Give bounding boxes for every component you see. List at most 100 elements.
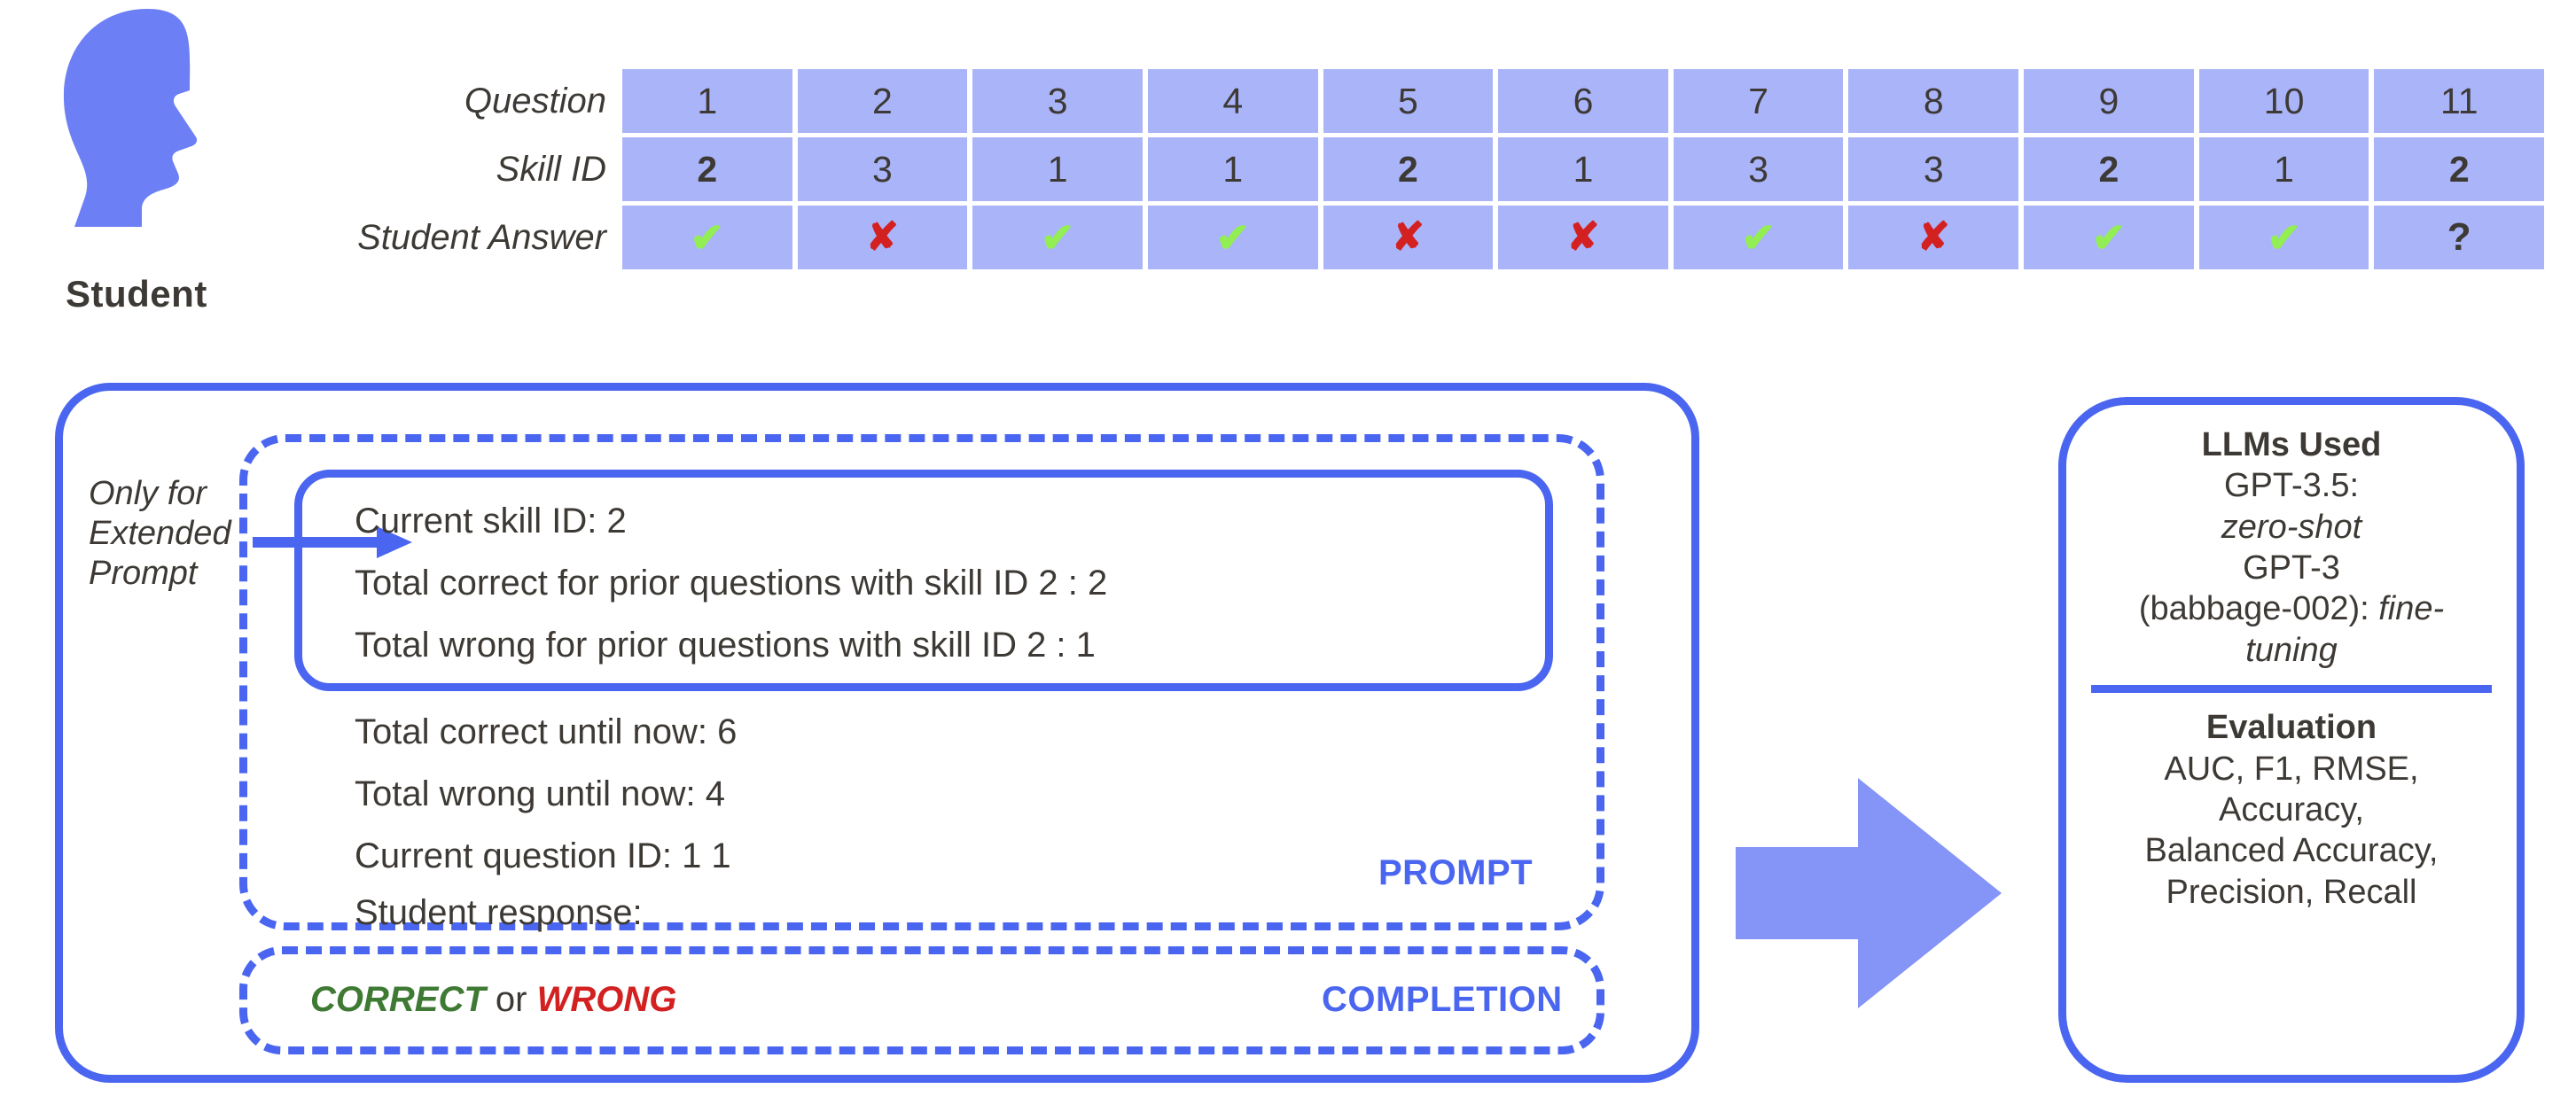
arrow-right-large-icon — [1736, 778, 2002, 1008]
student-answer-cell-3: ✔ — [972, 206, 1143, 269]
cross-icon: ✘ — [1916, 215, 1950, 259]
llms-line-2: zero-shot — [2089, 507, 2494, 548]
extended-prompt-region — [294, 470, 1553, 691]
student-answer-cell-4: ✔ — [1147, 206, 1318, 269]
evaluation-heading: Evaluation — [2205, 709, 2377, 747]
row-label-skill-id: Skill ID — [496, 149, 606, 189]
prompt-line-4: Student response: — [355, 893, 643, 932]
question-cell-5: 5 — [1323, 69, 1494, 133]
llms-line-3-plain: GPT-3 — [2243, 549, 2340, 587]
evaluation-metric-lines: AUC, F1, RMSE,Accuracy, Balanced Accuracy… — [2089, 749, 2494, 913]
skill-id-cell-2: 3 — [797, 137, 968, 201]
skill-id-cell-11: 2 — [2374, 137, 2545, 201]
skill-id-cell-6: 1 — [1498, 137, 1668, 201]
verdict-separator: or — [485, 980, 537, 1019]
student-answer-cell-1: ✔ — [622, 206, 792, 269]
llms-line-5-italic: tuning — [2245, 631, 2338, 669]
skill-id-cell-4: 1 — [1147, 137, 1318, 201]
row-label-student-answer: Student Answer — [357, 217, 606, 257]
check-icon: ✔ — [2091, 214, 2127, 261]
prompt-line-3: Current question ID: 1 1 — [355, 836, 731, 875]
check-icon: ✔ — [1215, 214, 1251, 261]
check-icon: ✔ — [1040, 214, 1075, 261]
cross-icon: ✘ — [1391, 215, 1425, 259]
student-answer-cell-7: ✔ — [1673, 206, 1844, 269]
table-row-student-answer: Student Answer ✔ ✘ ✔ ✔ ✘ ✘ ✔ ✘ ✔ ✔? — [357, 206, 2545, 269]
llms-used-heading: LLMs Used — [2201, 426, 2382, 463]
evaluation-line-1: AUC, F1, RMSE, — [2164, 750, 2419, 788]
student-answer-cell-10: ✔ — [2198, 206, 2369, 269]
student-answer-cell-2: ✘ — [797, 206, 968, 269]
question-cell-2: 2 — [797, 69, 968, 133]
skill-id-cell-5: 2 — [1323, 137, 1494, 201]
completion-tag: COMPLETION — [1322, 980, 1563, 1019]
cross-icon: ✘ — [1566, 215, 1600, 259]
evaluation-line-2: Accuracy, — [2218, 790, 2364, 828]
student-answer-cell-11: ? — [2374, 206, 2545, 269]
extended-line-1: Current skill ID: 2 — [355, 502, 627, 541]
question-mark-icon: ? — [2447, 215, 2471, 259]
row-label-question: Question — [464, 81, 606, 121]
skill-id-cell-3: 1 — [972, 137, 1143, 201]
question-cell-1: 1 — [622, 69, 792, 133]
completion-dashed-region — [239, 946, 1604, 1054]
cross-icon: ✘ — [866, 215, 899, 259]
student-answer-cell-9: ✔ — [2024, 206, 2194, 269]
question-cell-6: 6 — [1498, 69, 1668, 133]
llms-line-3: GPT-3 — [2089, 548, 2494, 588]
prompt-dashed-region — [239, 434, 1604, 930]
student-answer-cell-8: ✘ — [1848, 206, 2019, 269]
verdict-wrong: WRONG — [536, 980, 677, 1019]
check-icon: ✔ — [2267, 214, 2301, 261]
prompt-tag: PROMPT — [1378, 853, 1534, 892]
student-answer-cell-5: ✘ — [1323, 206, 1494, 269]
llms-line-2-italic: zero-shot — [2221, 508, 2362, 546]
student-label: Student — [66, 273, 207, 315]
extended-note-line-3: Prompt — [89, 554, 198, 592]
question-cell-8: 8 — [1848, 69, 2019, 133]
arrow-right-icon — [253, 525, 412, 560]
skill-id-cell-1: 2 — [622, 137, 792, 201]
question-cell-11: 11 — [2374, 69, 2545, 133]
question-cell-9: 9 — [2024, 69, 2194, 133]
head-profile-icon — [43, 7, 255, 264]
check-icon: ✔ — [690, 214, 725, 261]
extended-line-3: Total wrong for prior questions with ski… — [355, 626, 1096, 665]
skill-id-cell-8: 3 — [1848, 137, 2019, 201]
skill-id-cell-9: 2 — [2024, 137, 2194, 201]
extended-note-line-2: Extended — [89, 514, 231, 552]
llms-line-5: tuning — [2089, 630, 2494, 671]
prompt-line-2: Total wrong until now: 4 — [355, 774, 726, 813]
student-block: Student — [25, 7, 291, 335]
extended-line-2: Total correct for prior questions with s… — [355, 564, 1108, 603]
student-answer-cells: ✔ ✘ ✔ ✔ ✘ ✘ ✔ ✘ ✔ ✔? — [622, 206, 2545, 269]
llms-line-4: (babbage-002): fine- — [2089, 588, 2494, 629]
verdict-correct: CORRECT — [310, 980, 486, 1019]
llms-line-1: GPT-3.5: — [2089, 465, 2494, 506]
completion-verdict-text: CORRECT or WRONG — [310, 980, 676, 1020]
skill-id-cell-10: 1 — [2198, 137, 2369, 201]
check-icon: ✔ — [1741, 214, 1776, 261]
llms-line-1-plain: GPT-3.5: — [2223, 467, 2360, 505]
question-cell-10: 10 — [2198, 69, 2369, 133]
question-cell-4: 4 — [1147, 69, 1318, 133]
llms-line-4-plain: (babbage-002): — [2138, 590, 2379, 628]
prompt-line-1: Total correct until now: 6 — [355, 712, 738, 751]
llms-line-4-italic: fine- — [2378, 590, 2445, 628]
extended-note-line-1: Only for — [89, 475, 207, 512]
panel-divider — [2091, 685, 2492, 694]
question-cell-7: 7 — [1673, 69, 1844, 133]
student-answer-cell-6: ✘ — [1498, 206, 1668, 269]
evaluation-line-4: Precision, Recall — [2166, 873, 2417, 911]
question-cell-3: 3 — [972, 69, 1143, 133]
skill-id-cell-7: 3 — [1673, 137, 1844, 201]
evaluation-line-3: Balanced Accuracy, — [2144, 832, 2439, 870]
